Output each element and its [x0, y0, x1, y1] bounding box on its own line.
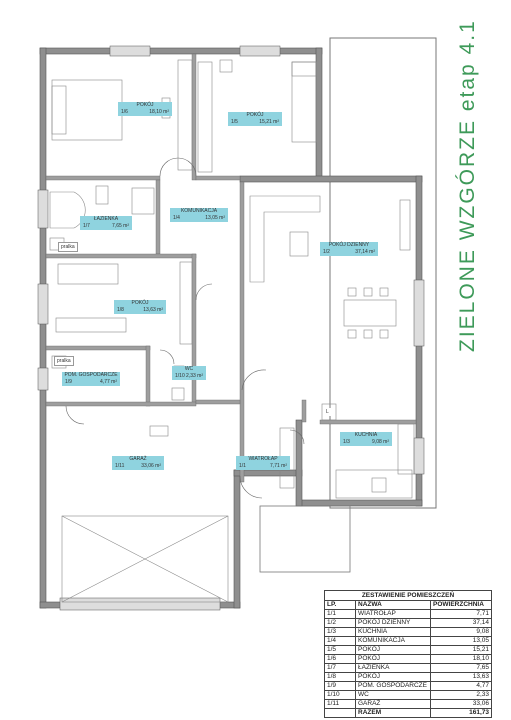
door-swings — [65, 157, 305, 499]
project-title-stage: etap 4.1 — [456, 19, 479, 112]
summary-cell-name: KUCHNIA — [355, 627, 431, 637]
summary-cell-lp: 1/9 — [324, 681, 356, 691]
summary-cell-area: 7,65 — [430, 663, 492, 673]
summary-cell-lp: 1/2 — [324, 618, 356, 628]
summary-cell-area: 13,63 — [430, 672, 492, 682]
summary-cell-name: POM. GOSPODARCZE — [355, 681, 431, 691]
furniture — [49, 59, 415, 603]
project-title-main: ZIELONE WZGÓRZE — [456, 118, 479, 352]
summary-cell-area: 2,33 — [430, 690, 492, 700]
summary-cell-area: 13,05 — [430, 636, 492, 646]
summary-cell-name: POKÓJ — [355, 654, 431, 664]
summary-cell-name: POKÓJ DZIENNY — [355, 618, 431, 628]
summary-cell-name: WC — [355, 690, 431, 700]
summary-header-lp: LP. — [324, 600, 356, 610]
summary-total-value: 161,73 — [430, 708, 492, 718]
summary-cell-area: 33,06 — [430, 699, 492, 709]
summary-cell-name: ŁAZIENKA — [355, 663, 431, 673]
summary-cell-name: KOMUNIKACJA — [355, 636, 431, 646]
summary-cell-name: POKÓJ — [355, 672, 431, 682]
summary-cell-lp: 1/5 — [324, 645, 356, 655]
summary-cell-area: 15,21 — [430, 645, 492, 655]
summary-cell-lp: 1/3 — [324, 627, 356, 637]
summary-cell-area: 9,08 — [430, 627, 492, 637]
fridge-tag: L — [324, 408, 331, 416]
summary-cell-lp: 1/10 — [324, 690, 356, 700]
summary-cell-area: 18,10 — [430, 654, 492, 664]
pralka-tag-utility: pralka — [54, 356, 74, 366]
summary-header-row: LP. NAZWA POWIERZCHNIA — [324, 600, 492, 610]
summary-cell-lp: 1/11 — [324, 699, 356, 709]
summary-cell-lp: 1/6 — [324, 654, 356, 664]
terrace-under — [259, 505, 351, 573]
project-title: ZIELONE WZGÓRZE etap 4.1 — [456, 19, 480, 352]
windows — [37, 45, 425, 611]
summary-cell-area: 7,71 — [430, 609, 492, 619]
outer-walls — [39, 47, 423, 609]
summary-total-spacer — [324, 708, 356, 718]
summary-cell-lp: 1/8 — [324, 672, 356, 682]
summary-cell-name: WIATROŁAP — [355, 609, 431, 619]
inner-walls — [45, 53, 417, 483]
summary-cell-area: 4,77 — [430, 681, 492, 691]
summary-cell-lp: 1/7 — [324, 663, 356, 673]
summary-cell-lp: 1/1 — [324, 609, 356, 619]
summary-cell-name: GARAŻ — [355, 699, 431, 709]
terrace-outline — [329, 37, 437, 509]
summary-total-label: RAZEM — [355, 708, 431, 718]
room-summary-table: ZESTAWIENIE POMIESZCZEŃ LP. NAZWA POWIER… — [324, 590, 492, 718]
summary-header-name: NAZWA — [355, 600, 431, 610]
summary-cell-area: 37,14 — [430, 618, 492, 628]
summary-header-area: POWIERZCHNIA — [430, 600, 492, 610]
summary-caption: ZESTAWIENIE POMIESZCZEŃ — [324, 590, 492, 600]
summary-cell-name: POKÓJ — [355, 645, 431, 655]
pralka-tag-bathroom: pralka — [58, 242, 78, 252]
summary-cell-lp: 1/4 — [324, 636, 356, 646]
